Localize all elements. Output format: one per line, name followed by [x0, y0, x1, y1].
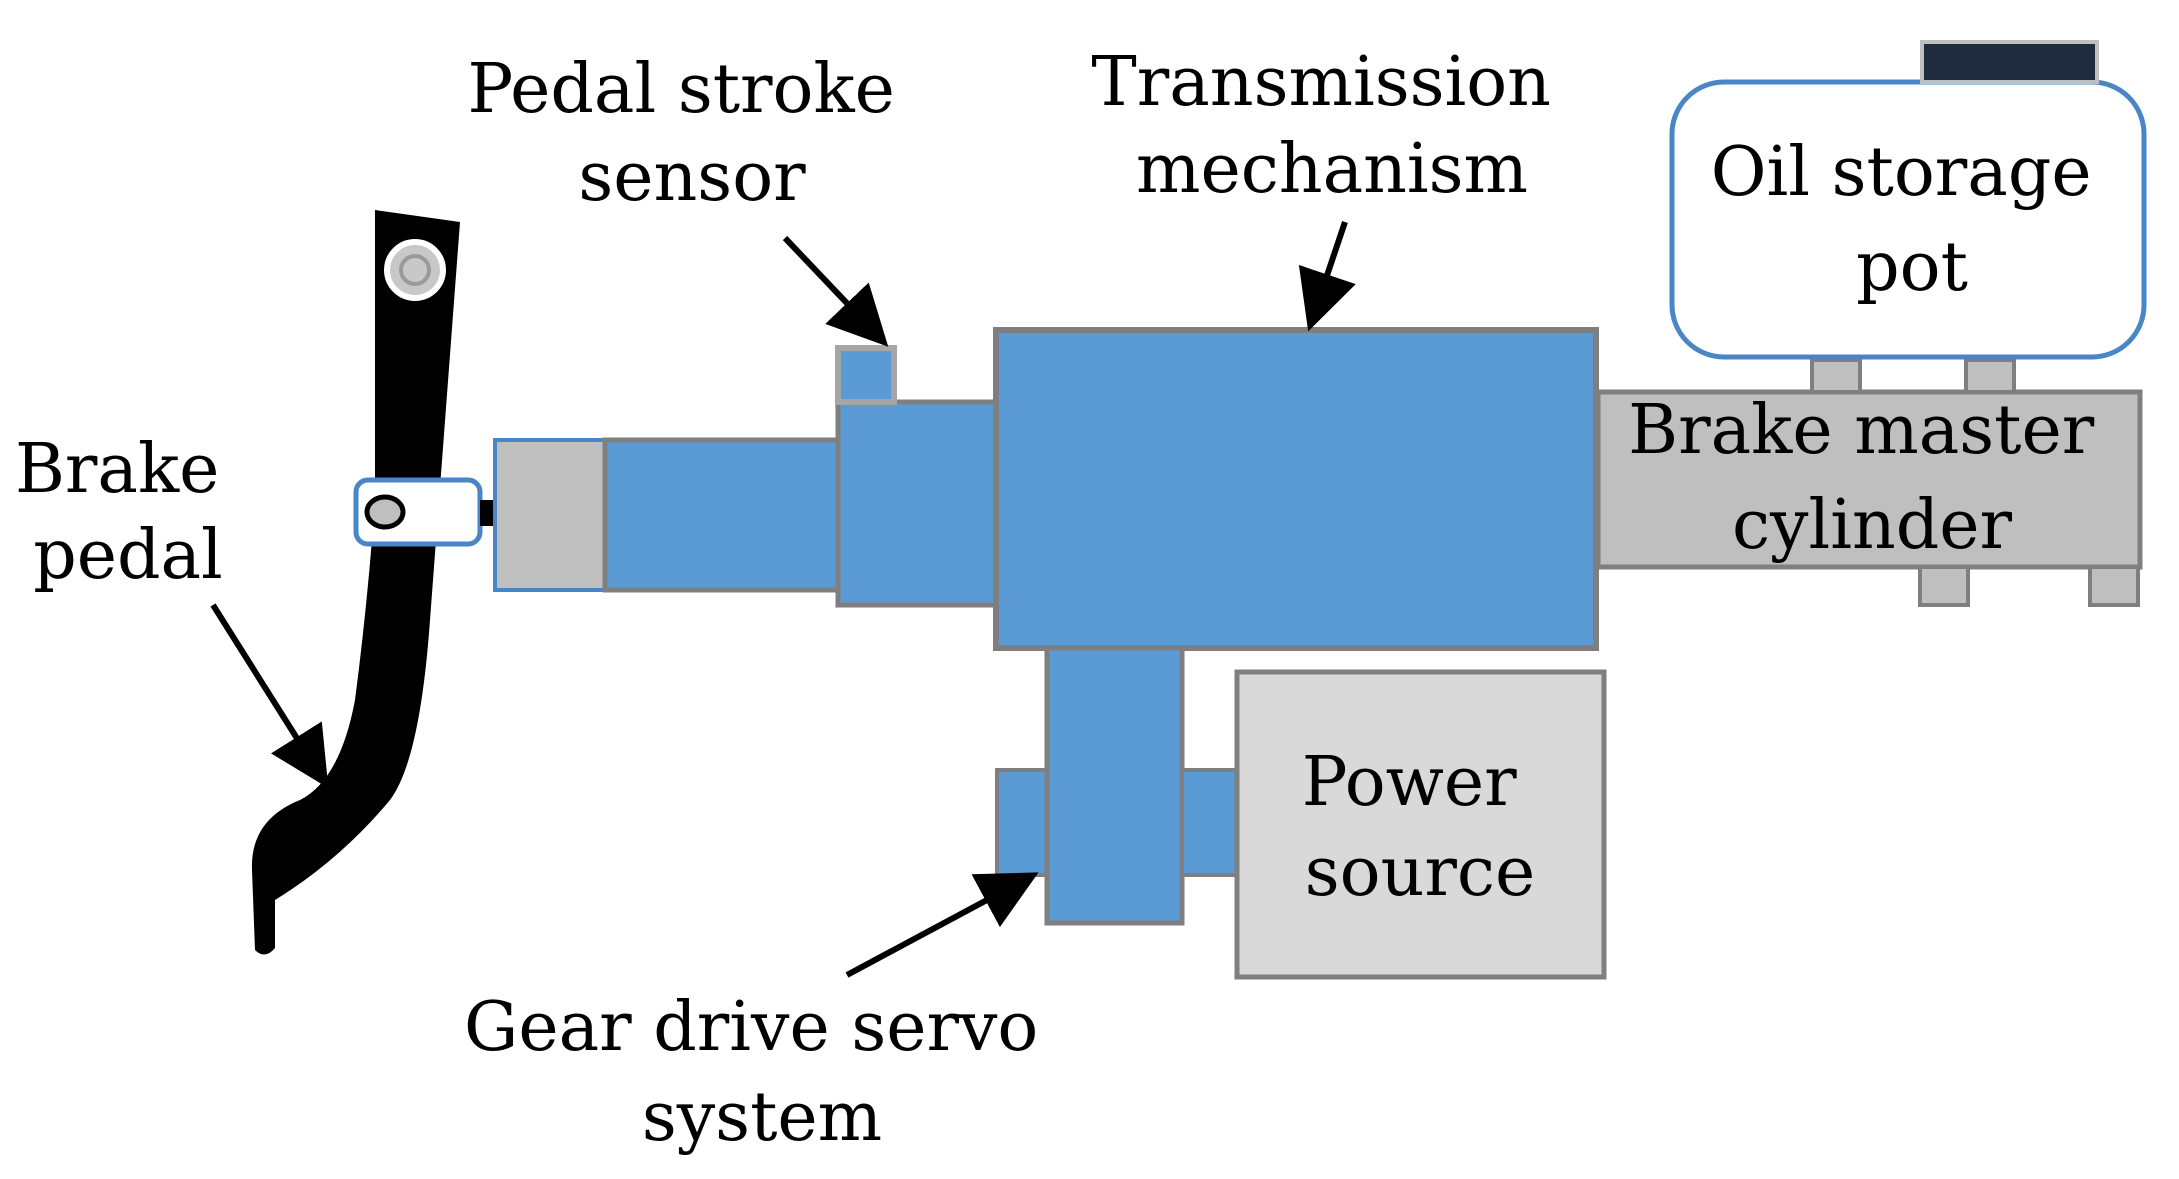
- label-transmission-mechanism: Transmission mechanism: [1091, 43, 1572, 209]
- cylinder-leg-2: [2088, 565, 2140, 607]
- cylinder-port-2: [1964, 358, 2016, 394]
- push-rod-gray-block: [493, 438, 607, 592]
- transmission-arrow: [1298, 221, 1356, 332]
- label-oil-storage-pot: Oil storage pot: [1711, 133, 2113, 307]
- transmission-mechanism-box: [993, 327, 1599, 651]
- pedal-stroke-sensor: [835, 345, 897, 405]
- sensor-housing: [835, 399, 1001, 608]
- pedal-pivot-bolt: [384, 239, 446, 301]
- brake-master-cylinder-box: [1595, 389, 2143, 570]
- brake-pedal-arrow: [210, 603, 329, 789]
- oil-storage-pot-box: [1669, 79, 2147, 360]
- brake-pedal: [251, 210, 495, 955]
- power-source-box: [1234, 669, 1607, 980]
- sensor-arrow: [782, 235, 889, 347]
- clevis-pin: [364, 494, 406, 530]
- cylinder-leg-1: [1918, 565, 1970, 607]
- servo-shaft: [1180, 768, 1239, 877]
- servo-arrow: [845, 872, 1039, 978]
- push-rod-blue-body: [602, 437, 843, 593]
- label-brake-pedal: Brake pedal: [15, 430, 241, 595]
- label-gear-drive-servo-system: Gear drive servo system: [464, 988, 1060, 1157]
- label-pedal-stroke-sensor: Pedal stroke sensor: [467, 50, 916, 217]
- servo-gear-left: [995, 768, 1049, 877]
- cylinder-port-1: [1810, 358, 1862, 394]
- label-brake-master-cylinder: Brake master cylinder: [1628, 391, 2116, 565]
- label-power-source: Power source: [1302, 743, 1539, 912]
- servo-gear-vertical: [1044, 645, 1185, 926]
- oil-pot-cap: [1920, 40, 2099, 84]
